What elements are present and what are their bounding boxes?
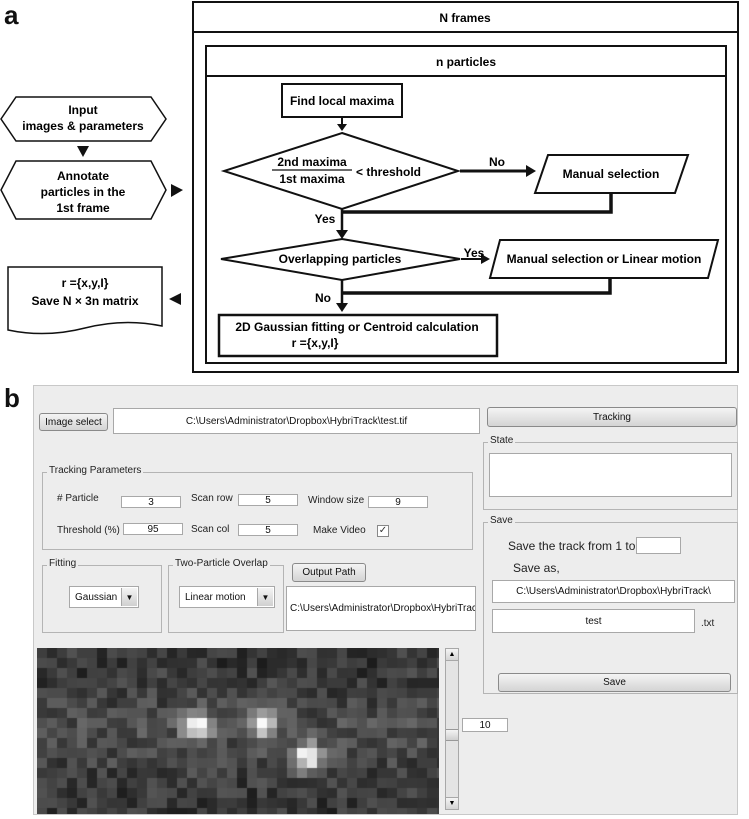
n-frames-title: N frames [439, 11, 491, 25]
manual-selection-text: Manual selection [563, 167, 660, 181]
save-as-label: Save as, [513, 561, 560, 575]
output-path-button[interactable]: Output Path [292, 563, 366, 582]
overlap-selected: Linear motion [185, 591, 246, 603]
right-arrowhead [171, 184, 183, 197]
chevron-down-icon: ▼ [121, 588, 137, 606]
save-document-shape [7, 266, 163, 335]
manual-selection-shape [533, 154, 690, 194]
save-button[interactable]: Save [498, 673, 731, 692]
particle-label: # Particle [57, 493, 99, 504]
fitting-box [217, 313, 499, 358]
overlap-text: Overlapping particles [279, 252, 402, 266]
no-label-2: No [315, 291, 331, 305]
arrowhead-2 [336, 230, 348, 239]
overlap-dropdown[interactable]: Linear motion ▼ [179, 586, 275, 608]
yes-label-1: Yes [315, 212, 336, 226]
extension-label: .txt [701, 618, 715, 629]
make-video-checkbox[interactable]: ✓ [377, 525, 389, 537]
particle-input[interactable]: 3 [121, 496, 181, 508]
tracking-button[interactable]: Tracking [487, 407, 737, 427]
fitting-text-2: r ={x,y,I} [292, 336, 339, 350]
annotate-text-3: 1st frame [56, 201, 110, 215]
tracking-parameters-title: Tracking Parameters [47, 465, 144, 476]
save-track-label: Save the track from 1 to [508, 539, 636, 553]
save-text-1: r ={x,y,I} [62, 276, 109, 290]
return-line-1 [342, 193, 613, 214]
state-title: State [488, 435, 516, 446]
frame-number-field[interactable]: 10 [462, 718, 508, 732]
arrowhead-yes [481, 254, 490, 264]
scan-col-input[interactable]: 5 [238, 524, 298, 536]
make-video-label: Make Video [313, 525, 366, 536]
no-label-1: No [489, 155, 505, 169]
fitting-text-1: 2D Gaussian fitting or Centroid calculat… [235, 320, 478, 334]
frame-slider[interactable]: ▲ ▼ [445, 648, 459, 810]
ratio-threshold: < threshold [356, 165, 421, 179]
find-maxima-text: Find local maxima [290, 94, 394, 108]
fitting-dropdown[interactable]: Gaussian ▼ [69, 586, 139, 608]
input-text-1: Input [68, 103, 97, 117]
annotate-text-1: Annotate [57, 169, 109, 183]
filename-field[interactable]: test [492, 609, 695, 633]
down-arrowhead [77, 146, 89, 157]
arrowhead-1 [337, 124, 347, 131]
yes-label-2: Yes [464, 246, 485, 260]
panel-a-label: a [4, 0, 19, 30]
image-select-button[interactable]: Image select [39, 413, 108, 431]
output-path-field[interactable]: C:\Users\Administrator\Dropbox\HybriTrac… [286, 586, 476, 631]
scan-col-label: Scan col [191, 524, 230, 535]
overlap-title: Two-Particle Overlap [173, 558, 270, 569]
image-path-field[interactable]: C:\Users\Administrator\Dropbox\HybriTrac… [113, 408, 480, 434]
slider-up-arrow-icon[interactable]: ▲ [446, 649, 458, 661]
annotate-hexagon [0, 160, 167, 220]
scan-row-input[interactable]: 5 [238, 494, 298, 506]
panel-b-label: b [4, 383, 20, 413]
tracking-parameters-group: Tracking Parameters # Particle 3 Scan ro… [42, 465, 473, 550]
save-track-end-input[interactable] [636, 537, 681, 554]
flowchart: N frames n particles Input images & para… [0, 1, 739, 373]
ratio-numerator: 2nd maxima [277, 155, 347, 169]
threshold-input[interactable]: 95 [123, 523, 183, 535]
manual-linear-text: Manual selection or Linear motion [507, 252, 702, 266]
threshold-label: Threshold (%) [57, 525, 120, 536]
annotate-text-2: particles in the [41, 185, 126, 199]
save-title: Save [488, 515, 515, 526]
save-text-2: Save N × 3n matrix [31, 294, 138, 308]
scan-row-label: Scan row [191, 493, 233, 504]
chevron-down-icon: ▼ [257, 588, 273, 606]
state-group: State [483, 435, 738, 510]
fitting-selected: Gaussian [75, 591, 118, 603]
left-arrowhead [169, 293, 181, 305]
input-text-2: images & parameters [22, 119, 144, 133]
manual-linear-shape [488, 239, 720, 279]
arrowhead-3 [336, 303, 348, 312]
arrowhead-no-1 [526, 165, 536, 177]
particle-image-preview[interactable] [37, 648, 439, 814]
slider-thumb[interactable] [446, 729, 458, 741]
window-size-input[interactable]: 9 [368, 496, 428, 508]
return-line-2 [342, 278, 612, 295]
state-display [489, 453, 732, 497]
hybritrack-window: Image select C:\Users\Administrator\Drop… [33, 385, 738, 815]
ratio-denominator: 1st maxima [279, 172, 345, 186]
save-group: Save Save the track from 1 to Save as, C… [483, 515, 738, 694]
save-dir-field[interactable]: C:\Users\Administrator\Dropbox\HybriTrac… [492, 580, 735, 603]
slider-down-arrow-icon[interactable]: ▼ [446, 797, 458, 809]
overlap-group: Two-Particle Overlap Linear motion ▼ [168, 558, 284, 633]
fitting-group: Fitting Gaussian ▼ [42, 558, 162, 633]
fitting-title: Fitting [47, 558, 79, 569]
input-hexagon [0, 96, 167, 142]
window-size-label: Window size [308, 495, 365, 506]
n-particles-title: n particles [436, 55, 496, 69]
